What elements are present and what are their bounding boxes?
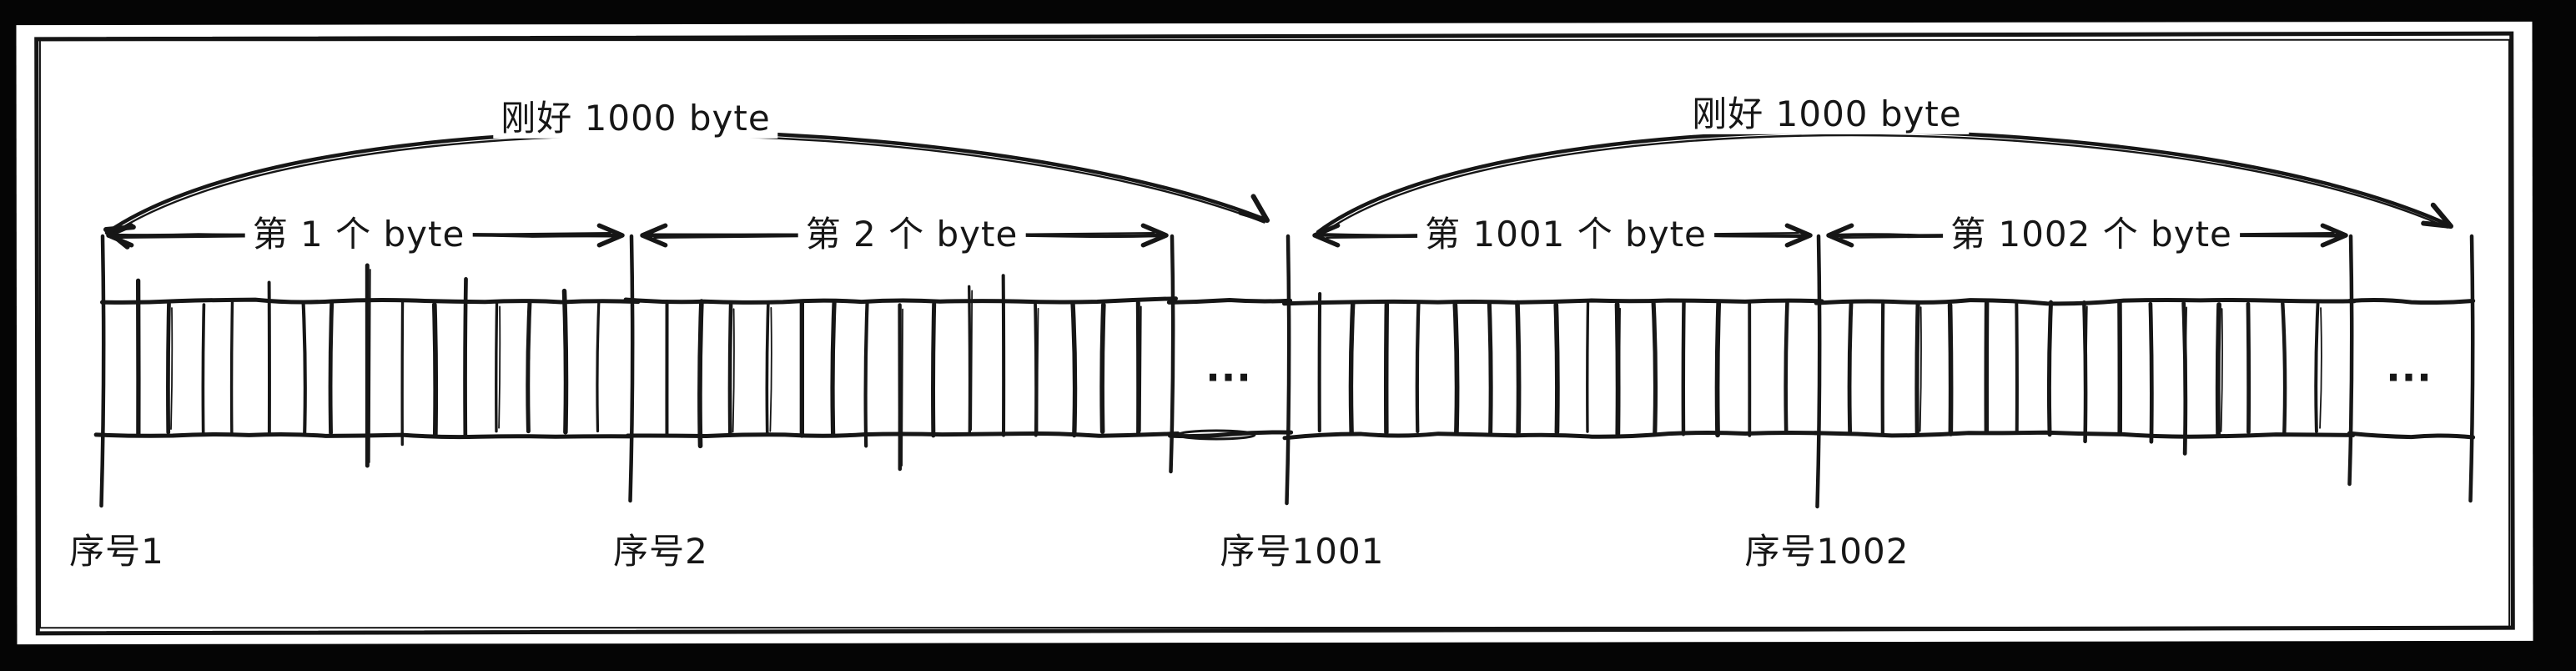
byte-range-label-1: 第 1 个 byte [244, 214, 473, 255]
seq-label-1002: 序号1002 [1744, 530, 1909, 572]
byte-range-label-2: 第 2 个 byte [797, 214, 1026, 255]
byte-range-label-1002: 第 1002 个 byte [1943, 214, 2240, 255]
seq-label-1: 序号1 [69, 530, 164, 572]
seq-label-1001: 序号1001 [1220, 530, 1385, 572]
ellipsis-right: ... [2386, 345, 2433, 391]
seq-label-2: 序号2 [613, 530, 708, 572]
byte-range-label-1001: 第 1001 个 byte [1417, 214, 1714, 255]
arc-label-right: 刚好 1000 byte [1684, 93, 1970, 135]
arc-label-left: 刚好 1000 byte [493, 98, 778, 139]
ellipsis-left: ... [1205, 345, 1252, 391]
